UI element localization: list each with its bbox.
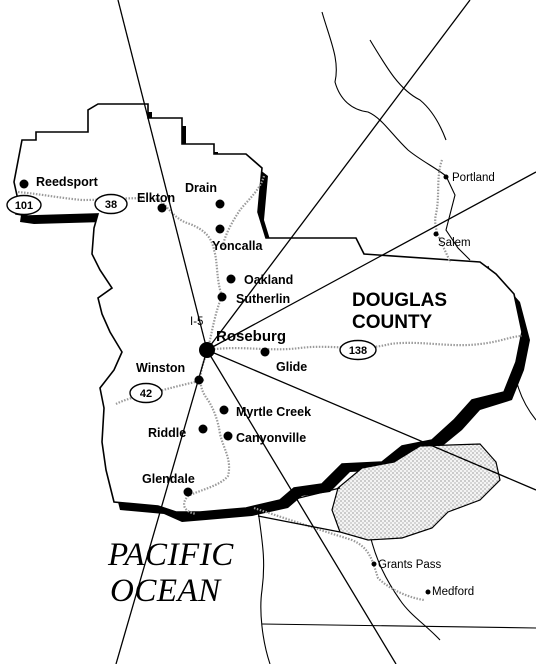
medford-label: Medford — [432, 586, 474, 598]
ray-south-west — [115, 349, 208, 664]
highway-42-shield: 42 — [129, 382, 163, 404]
state-boundary-east — [321, 11, 471, 261]
salem-dot — [433, 231, 439, 237]
oakland-label: Oakland — [244, 273, 293, 287]
grants-pass-dot — [371, 561, 377, 567]
highway-101-shield: 101 — [6, 194, 42, 216]
winston-dot — [194, 375, 204, 385]
canyonville-dot — [223, 431, 233, 441]
i5-marker: I-5 — [190, 316, 203, 328]
reedsport-label: Reedsport — [36, 175, 99, 189]
drain-label: Drain — [185, 181, 217, 195]
oakland-dot — [226, 274, 236, 284]
county-label-line2: COUNTY — [352, 312, 433, 333]
ray-inset-bottom — [257, 515, 341, 533]
glide-dot — [260, 347, 270, 357]
highway-38-shield: 38 — [94, 193, 128, 215]
river-south — [369, 534, 441, 641]
sutherlin-label: Sutherlin — [236, 292, 290, 306]
riddle-dot — [198, 424, 208, 434]
highway-138-shield: 138 — [339, 339, 377, 361]
sutherlin-dot — [217, 292, 227, 302]
yoncalla-dot — [215, 224, 225, 234]
myrtle-creek-label: Myrtle Creek — [236, 405, 311, 419]
coastline-south — [257, 509, 271, 664]
road-i5-north — [220, 175, 266, 251]
svg-text:38: 38 — [105, 199, 117, 211]
roseburg-dot — [199, 342, 215, 358]
stippled-region — [331, 443, 501, 541]
elkton-dot — [157, 203, 167, 213]
salem-label: Salem — [438, 237, 471, 249]
ray-inset-top — [257, 487, 341, 509]
glide-label: Glide — [276, 360, 307, 374]
yoncalla-label: Yoncalla — [212, 239, 264, 253]
state-border-south — [261, 623, 536, 629]
svg-text:42: 42 — [140, 388, 152, 400]
ray-north-west — [117, 0, 208, 351]
road-outside-north — [434, 159, 452, 263]
county-fill — [13, 103, 523, 513]
svg-text:138: 138 — [349, 345, 367, 357]
ray-north-east — [206, 0, 471, 351]
portland-label: Portland — [452, 172, 495, 184]
winston-label: Winston — [136, 361, 185, 375]
roseburg-label: Roseburg — [216, 328, 286, 345]
medford-dot — [425, 589, 431, 595]
ray-east-north — [206, 171, 536, 351]
svg-text:101: 101 — [15, 200, 33, 212]
myrtle-creek-dot — [219, 405, 229, 415]
ray-south-east — [206, 349, 397, 664]
riddle-label: Riddle — [148, 426, 186, 440]
canyonville-label: Canyonville — [236, 431, 306, 445]
river-north — [369, 39, 447, 141]
ray-east-south — [206, 349, 536, 491]
road-i5-south — [183, 349, 231, 516]
ocean-label-line2: OCEAN — [110, 573, 222, 609]
glendale-label: Glendale — [142, 472, 195, 486]
glendale-dot — [183, 487, 193, 497]
road-outside-south — [253, 506, 425, 602]
reedsport-dot — [19, 179, 29, 189]
elkton-label: Elkton — [137, 191, 175, 205]
drain-dot — [215, 199, 225, 209]
portland-dot — [443, 174, 449, 180]
ocean-label-line1: PACIFIC — [107, 537, 234, 573]
grants-pass-label: Grants Pass — [378, 559, 442, 571]
county-label-line1: DOUGLAS — [352, 290, 447, 311]
